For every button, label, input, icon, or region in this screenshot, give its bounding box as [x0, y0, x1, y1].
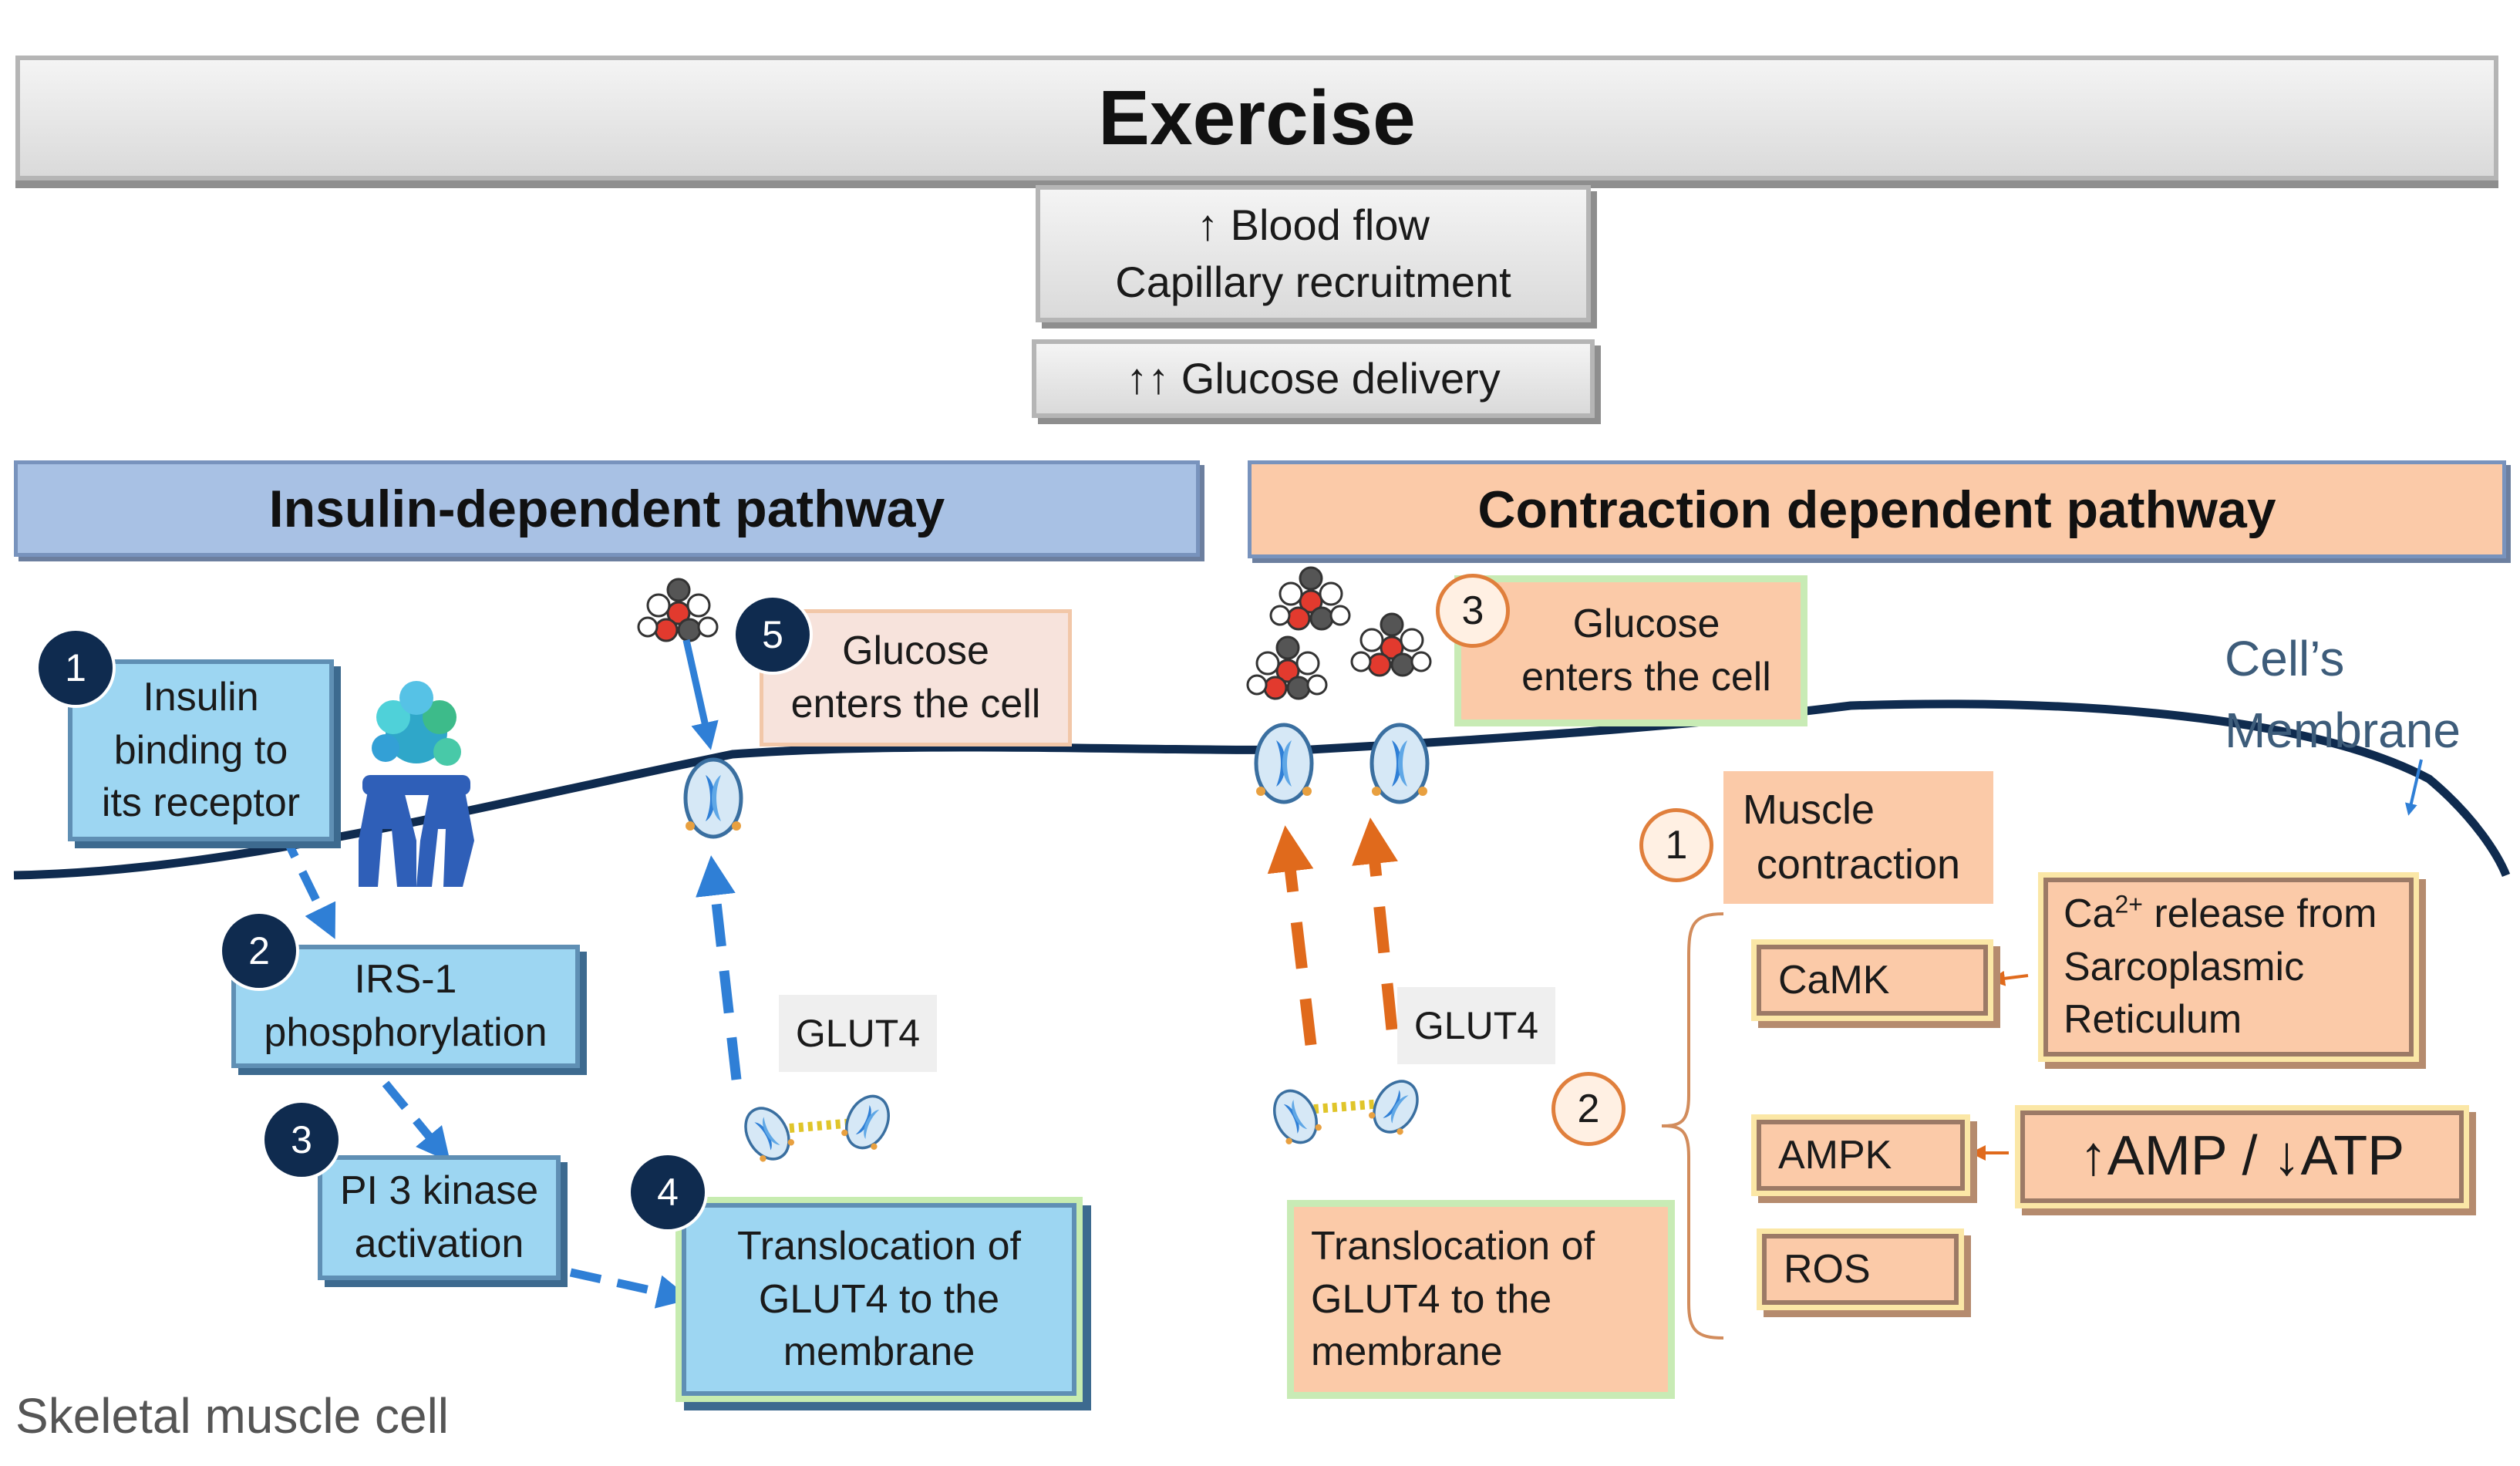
contraction-step2-badge: 2 [1551, 1072, 1626, 1146]
amp-atp-box: ↑AMP / ↓ATP [2020, 1110, 2464, 1203]
step3-line: activation [354, 1222, 524, 1266]
ros-label: ROS [1784, 1246, 1871, 1292]
step4-line: Translocation of [736, 1224, 1022, 1269]
insulin-pathway-header: Insulin-dependent pathway [14, 460, 1200, 557]
glut4-label-contraction: GLUT4 [1397, 987, 1555, 1064]
contraction-step1-line: contraction [1756, 841, 1961, 888]
contraction-translocation-box: Translocation of GLUT4 to the membrane [1294, 1207, 1668, 1392]
calcium-charge: 2+ [2114, 890, 2143, 918]
insulin-step1-badge: 1 [39, 631, 113, 705]
ros-box: ROS [1762, 1234, 1959, 1305]
step4-line: GLUT4 to the [758, 1276, 1000, 1322]
step5-line: enters the cell [790, 682, 1041, 726]
membrane-label-line1: Cell’s [2225, 631, 2345, 686]
step1-line: its receptor [101, 780, 301, 826]
glucose-molecule-icon [1350, 612, 1432, 677]
ampk-box: AMPK [1757, 1120, 1965, 1191]
title-text: Exercise [1098, 75, 1416, 161]
membrane-label-pointer [2405, 759, 2423, 816]
insulin-step3-box: PI 3 kinase activation [318, 1155, 561, 1280]
translocation-arrow-contraction-right [1352, 817, 1398, 1030]
step2-line: IRS-1 [354, 957, 457, 1003]
calcium-line3: Reticulum [2064, 997, 2242, 1043]
glucose-molecule-icon [1269, 566, 1351, 631]
calcium-line2: Sarcoplasmic [2064, 944, 2305, 989]
contraction-translocation-line: Translocation of [1311, 1224, 1595, 1269]
step3-line: PI 3 kinase [339, 1168, 539, 1214]
calcium-release-text: release from [2142, 891, 2377, 937]
capillary-recruitment-line: Capillary recruitment [1115, 258, 1511, 306]
skeletal-muscle-cell-label: Skeletal muscle cell [15, 1388, 449, 1444]
contraction-translocation-line: GLUT4 to the [1311, 1276, 1552, 1322]
insulin-step5-box: Glucose enters the cell [760, 609, 1072, 746]
arrow-step1-to-step2 [278, 827, 336, 939]
insulin-step5-badge: 5 [736, 598, 810, 672]
insulin-molecule-icon [372, 681, 461, 766]
contraction-step3-line: Glucose [1572, 602, 1720, 647]
step4-line: membrane [783, 1330, 975, 1375]
insulin-step3-badge: 3 [264, 1103, 339, 1177]
membrane-label-line2: Membrane [2225, 702, 2461, 758]
calcium-release-box: Ca2+ release from Sarcoplasmic Reticulum [2043, 878, 2414, 1057]
insulin-step1-box: Insulin binding to its receptor [68, 659, 334, 841]
arrow-step3-to-step4 [569, 1268, 692, 1309]
camk-box: CaMK [1757, 945, 1988, 1016]
glut4-vesicle-pair-icon [1265, 1072, 1428, 1151]
contraction-step1-box: Muscle contraction [1723, 771, 1993, 904]
glut4-transporter-icon [1256, 725, 1312, 802]
glut4-label-insulin: GLUT4 [779, 995, 937, 1072]
calcium-line1: Ca2+ release from [2064, 888, 2377, 941]
contraction-step3-box: Glucose enters the cell [1461, 582, 1801, 720]
insulin-step2-badge: 2 [222, 914, 296, 988]
contraction-step1-badge: 1 [1639, 808, 1713, 882]
step1-line: Insulin [143, 675, 259, 720]
insulin-step4-box: Translocation of GLUT4 to the membrane [682, 1203, 1076, 1396]
translocation-arrow-insulin [696, 855, 742, 1080]
insulin-receptor-icon [359, 775, 474, 887]
glucose-delivery-text: ↑↑ Glucose delivery [1126, 354, 1501, 403]
contraction-step3-badge: 3 [1436, 574, 1510, 648]
glut4-transporter-icon [1372, 725, 1427, 802]
calcium-ca: Ca [2064, 891, 2115, 937]
glut4-transporter-icon [686, 760, 741, 837]
cell-membrane-label: Cell’s Membrane [2225, 623, 2502, 767]
camk-label: CaMK [1778, 957, 1890, 1003]
glucose-molecule-icon [637, 578, 719, 642]
arrow-calcium-to-camk [1989, 970, 2029, 986]
contraction-translocation-line: membrane [1311, 1330, 1503, 1375]
contraction-step1-line: Muscle [1743, 786, 1875, 833]
glut4-vesicle-pair-icon [735, 1087, 898, 1168]
glucose-entry-arrow [682, 639, 719, 750]
ampk-label: AMPK [1778, 1132, 1892, 1178]
contraction-pathway-title: Contraction dependent pathway [1477, 480, 2276, 539]
glucose-molecule-icon [1246, 635, 1328, 700]
contraction-pathway-header: Contraction dependent pathway [1248, 460, 2506, 558]
contraction-bracket [1661, 912, 1724, 1340]
title-banner: Exercise [15, 56, 2498, 180]
step5-line: Glucose [842, 629, 989, 674]
arrow-step2-to-step3 [382, 1080, 450, 1162]
amp-atp-text: ↑AMP / ↓ATP [2079, 1125, 2405, 1188]
translocation-arrow-contraction-left [1267, 825, 1317, 1046]
step1-line: binding to [113, 727, 288, 773]
insulin-step4-badge: 4 [631, 1155, 705, 1229]
contraction-step3-line: enters the cell [1521, 655, 1771, 699]
blood-flow-line: ↑ Blood flow [1197, 201, 1430, 250]
blood-flow-box: ↑ Blood flow Capillary recruitment [1036, 185, 1591, 322]
glucose-delivery-box: ↑↑ Glucose delivery [1032, 339, 1595, 418]
step2-line: phosphorylation [264, 1010, 547, 1055]
insulin-pathway-title: Insulin-dependent pathway [268, 479, 945, 538]
